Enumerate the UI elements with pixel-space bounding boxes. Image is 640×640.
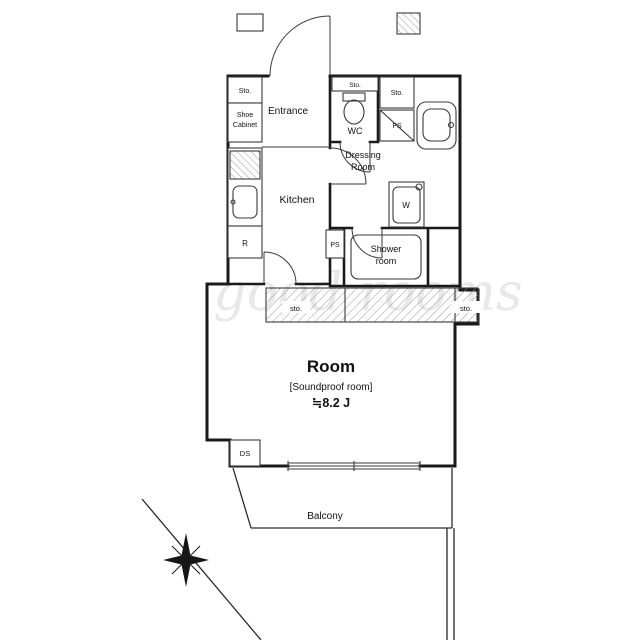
- corridor-box: [236, 13, 264, 32]
- entrance-storage: [227, 76, 330, 148]
- label-sto-band-left: sto.: [290, 304, 302, 313]
- label-dressing-line1: Dressing: [345, 150, 381, 160]
- kitchen-door-icon: [263, 251, 297, 285]
- label-refrigerator: R: [242, 239, 248, 248]
- label-room-sub: [Soundproof room]: [290, 382, 373, 393]
- label-sto-band-right: sto.: [460, 304, 472, 313]
- storage-band: [265, 287, 481, 323]
- label-shower-line1: Shower: [371, 244, 402, 254]
- labels: Sto. Shoe Cabinet Entrance Sto. WC Sto. …: [233, 82, 472, 522]
- wc-fixtures: [331, 76, 379, 125]
- label-sto-wc: Sto.: [349, 82, 361, 89]
- label-dressing-line2: Room: [351, 162, 375, 172]
- dressing-door-icon: [329, 147, 367, 185]
- label-room: Room: [307, 357, 355, 376]
- label-ds: DS: [240, 449, 250, 458]
- doors: [263, 15, 383, 285]
- label-shower-line2: room: [376, 256, 397, 266]
- label-ps-top: PS: [392, 123, 402, 130]
- shower-door-icon: [351, 227, 383, 259]
- north-star-icon: [163, 533, 209, 587]
- label-balcony: Balcony: [307, 511, 343, 522]
- ps-shaft: [325, 229, 345, 259]
- label-washer: W: [402, 201, 410, 210]
- wc-door-icon: [339, 141, 371, 173]
- label-shoe-line2: Cabinet: [233, 122, 257, 129]
- label-ps-mid: PS: [330, 242, 340, 249]
- label-kitchen: Kitchen: [279, 194, 314, 206]
- label-sto-entrance: Sto.: [239, 88, 252, 95]
- washbasin-icon: [416, 101, 457, 150]
- label-room-size: ≒8.2 J: [312, 396, 350, 410]
- room-window: [287, 461, 421, 471]
- label-shoe-line1: Shoe: [237, 112, 253, 119]
- toilet-tank-icon: [342, 92, 366, 102]
- meter-box-icon: [396, 12, 421, 35]
- kitchen-counter: [227, 147, 263, 259]
- ds-duct: [229, 439, 261, 467]
- label-entrance: Entrance: [268, 106, 308, 117]
- shower-tray-icon: [350, 234, 422, 280]
- label-wc: WC: [348, 126, 363, 136]
- site-boundary: [141, 498, 455, 640]
- label-sto-right: Sto.: [391, 90, 404, 97]
- dressing-fixtures: [379, 76, 457, 228]
- toilet-bowl-icon: [343, 99, 365, 125]
- entrance-door-icon: [269, 15, 331, 77]
- shower-room-fixtures: [325, 229, 422, 280]
- exterior-details: [236, 12, 421, 35]
- balcony-outline: [232, 467, 453, 529]
- washer-pan-icon: [388, 181, 425, 228]
